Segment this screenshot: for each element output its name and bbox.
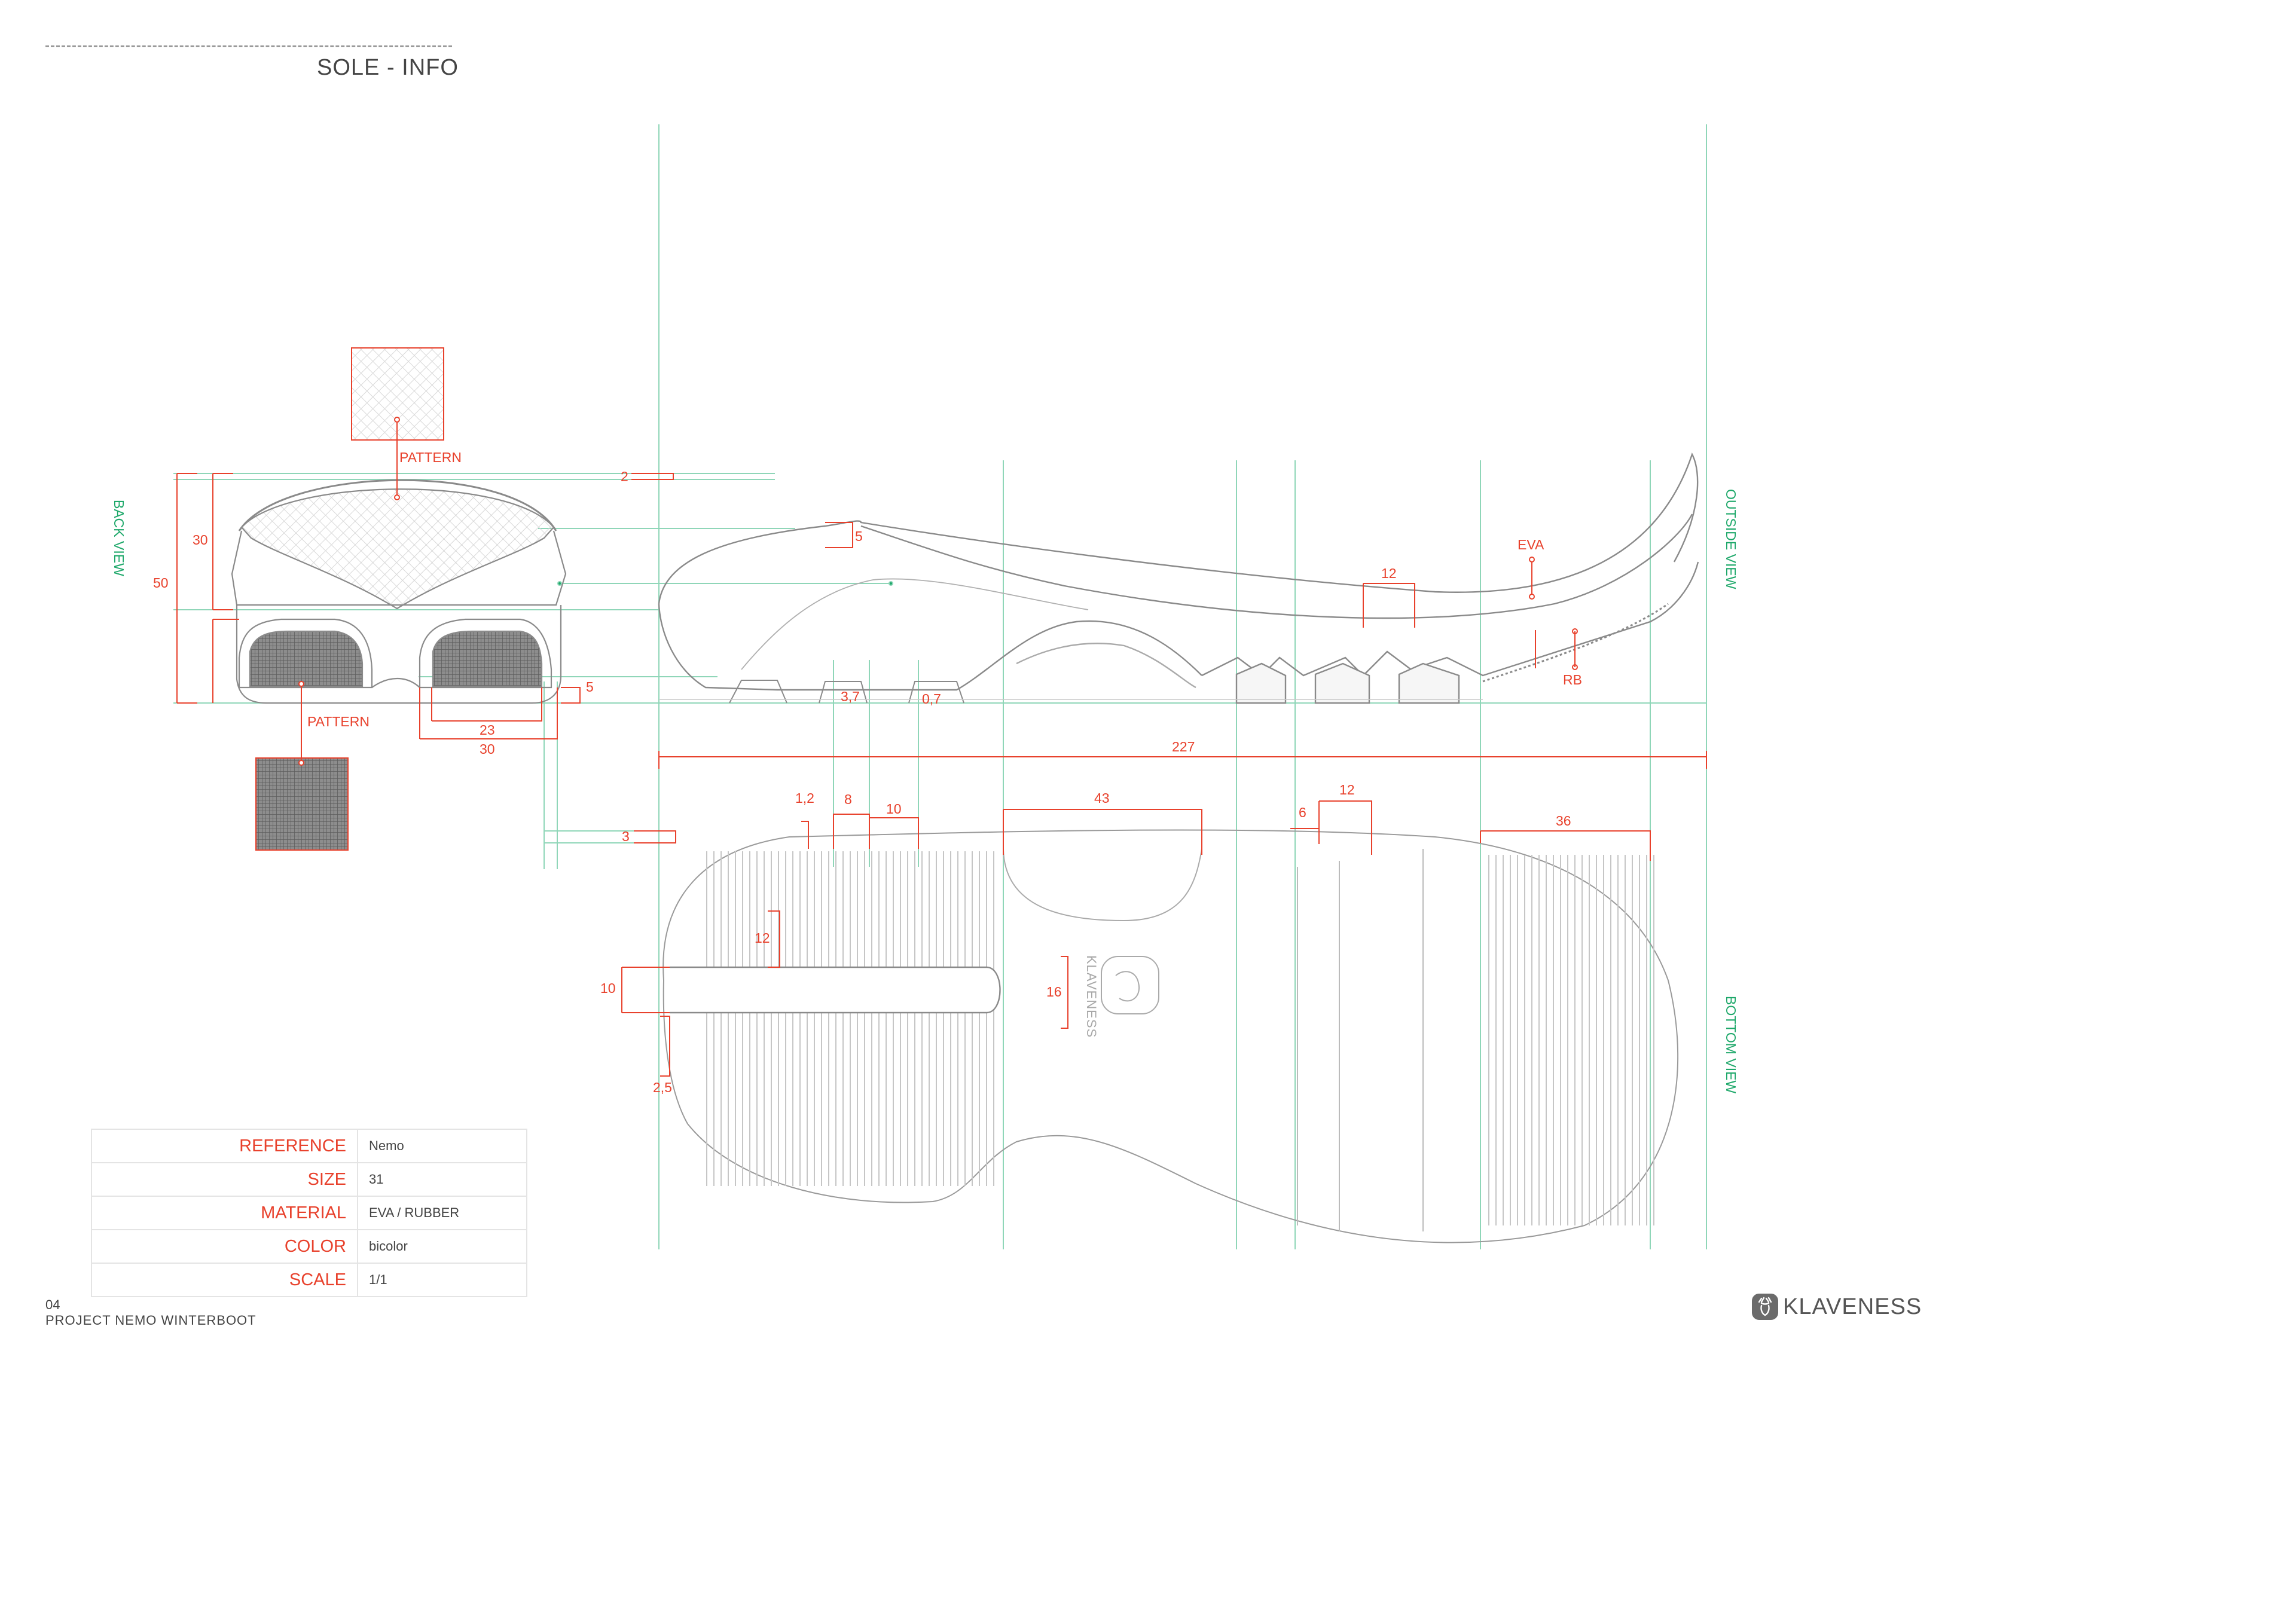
dim-total-length: 227: [1172, 739, 1195, 754]
spec-row-size: SIZE 31: [91, 1162, 527, 1197]
pattern-label-bottom: PATTERN: [307, 714, 370, 729]
brand-name: KLAVENESS: [1783, 1294, 1922, 1319]
dim-bottom-logo: 16: [1046, 984, 1062, 1000]
spec-value: EVA / RUBBER: [357, 1196, 527, 1230]
outside-view-drawing: [658, 452, 1699, 704]
dimension-lines: [176, 473, 1707, 1077]
dim-bottom-f: 12: [1339, 782, 1355, 797]
spec-label: REFERENCE: [91, 1129, 358, 1163]
rb-label: RB: [1563, 672, 1582, 687]
bottom-view-label: BOTTOM VIEW: [1723, 996, 1739, 1094]
spec-row-color: COLOR bicolor: [91, 1229, 527, 1264]
bottom-logo: [1101, 956, 1159, 1014]
spec-value: 31: [357, 1162, 527, 1197]
spec-row-material: MATERIAL EVA / RUBBER: [91, 1196, 527, 1230]
spec-label: SIZE: [91, 1162, 358, 1197]
spec-label: COLOR: [91, 1229, 358, 1264]
spec-label: SCALE: [91, 1263, 358, 1297]
header-dash-line: [45, 45, 452, 47]
dim-bottom-i: 10: [600, 980, 616, 996]
eva-label: EVA: [1518, 537, 1544, 552]
page-title: SOLE - INFO: [317, 55, 459, 80]
spec-value: Nemo: [357, 1129, 527, 1163]
dim-back-inner-width: 23: [480, 722, 495, 738]
dim-side-lug-a: 3,7: [841, 689, 860, 704]
dim-back-outer-width: 30: [480, 741, 495, 757]
dim-side-groove: 12: [1381, 566, 1397, 581]
spec-value: bicolor: [357, 1229, 527, 1264]
page-number: 04: [45, 1297, 60, 1312]
technical-sheet: SOLE - INFO: [45, 45, 1921, 1328]
dim-back-height-total: 50: [153, 575, 169, 591]
dim-bottom-b: 8: [844, 791, 852, 807]
dim-bottom-e: 6: [1299, 805, 1306, 820]
bottom-logo-text: KLAVENESS: [1084, 955, 1099, 1038]
dim-bottom-j: 2,5: [653, 1080, 672, 1095]
spec-value: 1/1: [357, 1263, 527, 1297]
dim-side-lug-b: 0,7: [922, 691, 941, 707]
dim-side-heel: 5: [855, 528, 863, 544]
spec-table: REFERENCE Nemo SIZE 31 MATERIAL EVA / RU…: [91, 1129, 527, 1297]
dim-bottom-a: 1,2: [795, 790, 814, 806]
dim-bottom-g: 36: [1556, 813, 1571, 829]
back-view-drawing: [231, 479, 567, 704]
dim-side-top: 2: [621, 469, 628, 484]
outside-view-label: OUTSIDE VIEW: [1723, 489, 1739, 589]
back-view-label: BACK VIEW: [111, 500, 127, 576]
bottom-view-drawing: [662, 829, 1679, 1243]
spec-label: MATERIAL: [91, 1196, 358, 1230]
dim-bottom-c: 10: [886, 801, 902, 817]
dim-bottom-h: 12: [755, 930, 770, 946]
dim-back-height-upper: 30: [193, 532, 208, 548]
project-name: PROJECT NEMO WINTERBOOT: [45, 1313, 257, 1328]
pattern-label-top: PATTERN: [399, 450, 462, 465]
dim-bottom-d: 43: [1094, 790, 1110, 806]
spec-row-scale: SCALE 1/1: [91, 1263, 527, 1297]
pattern-swatch-bottom: [255, 757, 349, 851]
spec-row-reference: REFERENCE Nemo: [91, 1129, 527, 1163]
brand-logo: KLAVENESS: [1751, 1292, 1922, 1321]
dim-back-lug: 5: [586, 679, 594, 695]
sole-drawing: [173, 124, 1707, 1249]
deer-icon: [1752, 1294, 1778, 1320]
dim-bottom-edge: 3: [622, 829, 630, 844]
